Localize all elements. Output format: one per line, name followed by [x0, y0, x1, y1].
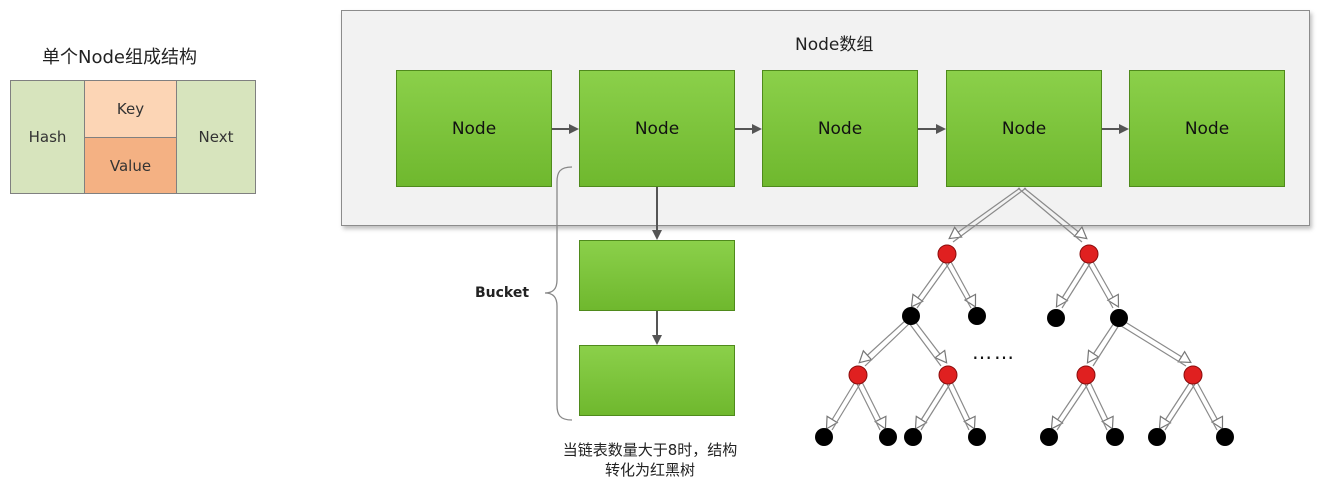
black-node [902, 307, 920, 325]
array-node-4: Node [946, 70, 1102, 187]
bucket-node-2 [579, 345, 735, 416]
treeify-caption: 当链表数量大于8时，结构 转化为红黑树 [530, 440, 770, 480]
red-node [1183, 365, 1203, 385]
black-node [1106, 428, 1124, 446]
black-node [879, 428, 897, 446]
legend-value-cell: Value [85, 138, 177, 193]
array-node-5: Node [1129, 70, 1285, 187]
black-node [904, 428, 922, 446]
bucket-brace [544, 166, 573, 421]
legend-hash-cell: Hash [11, 81, 85, 193]
red-node [938, 365, 958, 385]
bucket-node-1 [579, 240, 735, 311]
black-node [1216, 428, 1234, 446]
node-structure-legend: Hash Key Value Next [10, 80, 256, 194]
legend-key-cell: Key [85, 81, 177, 138]
red-node [937, 244, 957, 264]
black-node [1047, 309, 1065, 327]
red-node [1079, 244, 1099, 264]
node-array-title: Node数组 [795, 35, 874, 55]
black-node [1110, 309, 1128, 327]
red-node [1076, 365, 1096, 385]
black-node [1148, 428, 1166, 446]
caption-line-1: 当链表数量大于8时，结构 [562, 441, 738, 459]
bucket-label: Bucket [475, 285, 530, 301]
tree-edges [827, 187, 1222, 431]
array-node-1: Node [396, 70, 552, 187]
black-node [968, 428, 986, 446]
legend-title: 单个Node组成结构 [42, 47, 197, 68]
black-node [815, 428, 833, 446]
black-node [968, 307, 986, 325]
tree-ellipsis: …… [972, 340, 1016, 364]
tree-red-nodes [848, 244, 1203, 385]
black-node [1040, 428, 1058, 446]
tree-black-nodes [815, 307, 1234, 446]
caption-line-2: 转化为红黑树 [604, 461, 695, 479]
legend-next-cell: Next [177, 81, 255, 193]
array-node-3: Node [762, 70, 918, 187]
red-node [848, 365, 868, 385]
array-node-2: Node [579, 70, 735, 187]
